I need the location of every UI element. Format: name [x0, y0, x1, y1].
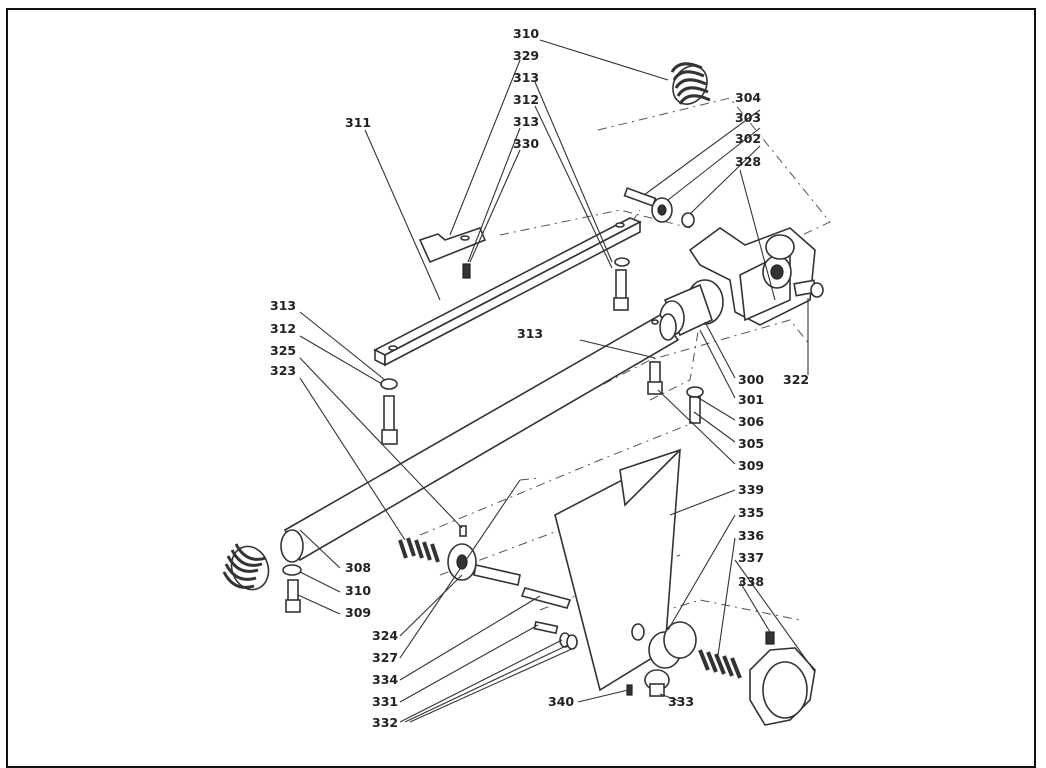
screw-309-left: [285, 579, 301, 613]
star-knob-337: [749, 647, 816, 726]
label-330: 330: [513, 136, 539, 151]
label-339: 339: [738, 482, 764, 497]
label-327: 327: [372, 650, 398, 665]
label-331: 331: [372, 694, 398, 709]
roller-303: [651, 197, 673, 223]
label-311: 311: [345, 115, 371, 130]
bolt-312-upper: [613, 257, 630, 311]
label-313-b: 313: [513, 114, 539, 129]
leader-lines: [297, 39, 816, 723]
nut-306: [686, 386, 704, 398]
label-306: 306: [738, 414, 764, 429]
label-300: 300: [738, 372, 764, 387]
shaft-327: [473, 564, 521, 586]
label-302: 302: [735, 131, 761, 146]
clamp-body-328: [688, 227, 816, 326]
washer-310-left: [282, 564, 302, 576]
part-labels: 310 329 313 312 313 330 311 304 303 302 …: [270, 26, 809, 730]
bolt-312-left: [380, 378, 398, 445]
label-312-b: 312: [270, 321, 296, 336]
label-334: 334: [372, 672, 398, 687]
label-324: 324: [372, 628, 398, 643]
set-screw-338: [765, 631, 775, 645]
label-313-d: 313: [517, 326, 543, 341]
label-309-b: 309: [345, 605, 371, 620]
label-336: 336: [738, 528, 764, 543]
label-310-left: 310: [345, 583, 371, 598]
label-340: 340: [548, 694, 574, 709]
diagram-frame: [6, 8, 1036, 768]
label-325: 325: [270, 343, 296, 358]
label-338: 338: [738, 574, 764, 589]
screw-330: [462, 263, 471, 279]
bushing-324: [447, 543, 477, 581]
label-323: 323: [270, 363, 296, 378]
screw-322: [793, 279, 824, 298]
bushing-333: [648, 621, 697, 669]
label-309-a: 309: [738, 458, 764, 473]
flat-bar-311: [373, 217, 642, 367]
label-332: 332: [372, 715, 398, 730]
spring-323: [398, 537, 440, 563]
label-303: 303: [735, 110, 761, 125]
label-322: 322: [783, 372, 809, 387]
pin-325: [459, 525, 467, 537]
label-313-c: 313: [270, 298, 296, 313]
label-304: 304: [735, 90, 761, 105]
label-301: 301: [738, 392, 764, 407]
spring-310-left: [222, 543, 270, 591]
label-329: 329: [513, 48, 539, 63]
label-333: 333: [668, 694, 694, 709]
washers-332: [559, 632, 578, 650]
ring-335: [631, 623, 645, 641]
label-312-a: 312: [513, 92, 539, 107]
screw-331: [533, 620, 559, 635]
label-313-a: 313: [513, 70, 539, 85]
pin-304: [623, 187, 657, 207]
label-328: 328: [735, 154, 761, 169]
label-337: 337: [738, 550, 764, 565]
main-tube-308: [280, 313, 680, 563]
label-308: 308: [345, 560, 371, 575]
screw-305: [689, 396, 701, 424]
bracket-329: [418, 227, 487, 264]
spring-310-top: [670, 62, 711, 105]
screw-309-mid: [647, 361, 663, 395]
label-305: 305: [738, 436, 764, 451]
washer-302: [681, 212, 695, 228]
shaft-334: [520, 587, 572, 609]
knob-333: [644, 669, 670, 697]
spring-336: [698, 649, 742, 679]
label-310-top: 310: [513, 26, 539, 41]
collar-300: [659, 279, 724, 337]
label-335: 335: [738, 505, 764, 520]
